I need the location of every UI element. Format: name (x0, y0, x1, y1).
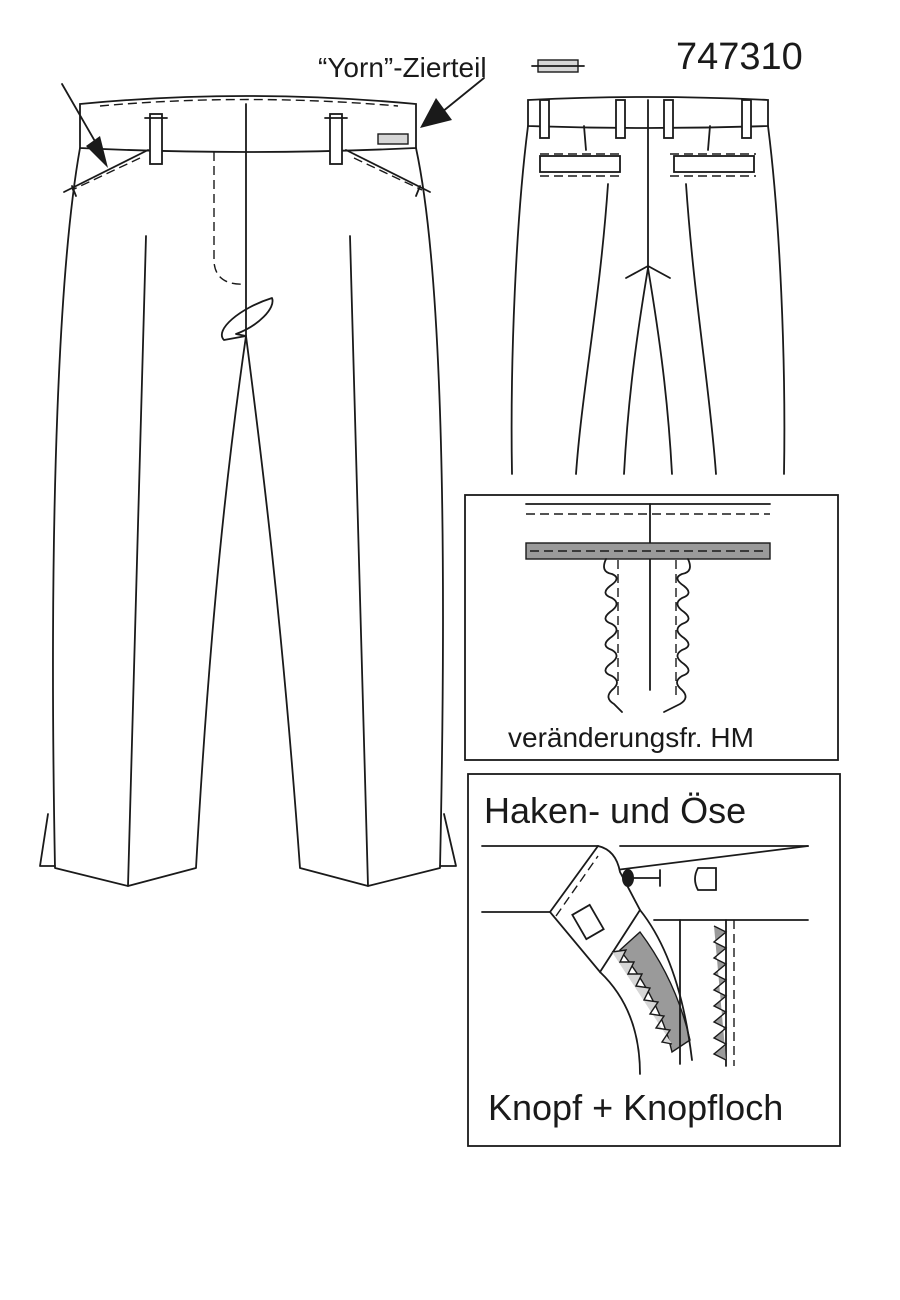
fly-stitching (213, 152, 247, 285)
front-left-belt-loop (149, 113, 163, 165)
back-left-inseam (623, 267, 649, 475)
closure-detail-caption: Knopf + Knopfloch (488, 1087, 784, 1128)
closure-detail-title: Haken- und Öse (484, 790, 747, 831)
front-right-hem-vent (439, 813, 457, 867)
hem-right-overlock (663, 558, 691, 713)
back-right-crease (685, 183, 717, 475)
closure-flap (548, 844, 642, 974)
closure-zip-tape (599, 971, 641, 1075)
back-loop-1 (539, 99, 550, 139)
closure-waistband-top (481, 845, 809, 871)
buttonhole (571, 903, 605, 941)
eye (694, 867, 717, 891)
back-loop-4 (741, 99, 752, 139)
back-loop-2 (615, 99, 626, 139)
left-pocket-arrow-line (61, 83, 101, 151)
left-pocket-arrow-head (86, 136, 108, 168)
front-left-pocket-tack (71, 185, 77, 197)
front-waistband (79, 95, 417, 153)
hook-shank (631, 869, 661, 887)
back-right-inseam (647, 267, 673, 475)
front-left-crease (127, 235, 147, 887)
closure-zipper-teeth-left (611, 949, 673, 1045)
back-right-dart (707, 125, 711, 151)
trousers-front-view (39, 77, 485, 887)
front-leg-outline (52, 147, 444, 887)
back-left-welt-pocket (539, 155, 621, 173)
closure-flap-stitch (555, 855, 599, 917)
hem-left-overlock (603, 558, 623, 713)
hem-detail-panel (464, 494, 839, 761)
back-leg-outline (510, 125, 786, 475)
front-crotch-hook (221, 297, 274, 341)
decor-arrow-head (420, 98, 452, 128)
hem-detail-frame (464, 494, 839, 761)
decor-patch-callout-label: “Yorn”-Zierteil (318, 52, 487, 83)
back-left-dart (583, 125, 587, 151)
front-left-hem-vent (39, 813, 56, 867)
front-waistband-stitching (99, 98, 399, 107)
back-left-welt-stitch (540, 153, 624, 177)
closure-zipper-teeth-right (712, 925, 728, 1061)
hem-detail-caption: veränderungsfr. HM (508, 722, 754, 753)
back-left-crease (575, 183, 609, 475)
front-left-pocket-stitch (71, 157, 141, 191)
closure-detail-panel (467, 773, 841, 1147)
front-right-belt-loop (329, 113, 343, 165)
front-right-pocket (345, 149, 431, 193)
closure-fly-edge (639, 909, 693, 1061)
back-loop-3 (663, 99, 674, 139)
back-right-welt-stitch (670, 153, 756, 177)
front-right-pocket-stitch (353, 157, 423, 191)
front-right-pocket-tack (415, 185, 421, 197)
decor-arrow-line (441, 77, 485, 113)
front-decor-patch (377, 133, 409, 145)
back-right-welt-pocket (673, 155, 755, 173)
style-number: 747310 (676, 36, 803, 78)
hook (622, 869, 634, 887)
back-seat-split (625, 265, 671, 279)
front-right-crease (349, 235, 369, 887)
front-left-pocket (63, 149, 149, 193)
trousers-back-view (510, 96, 786, 475)
closure-detail-frame (467, 773, 841, 1147)
